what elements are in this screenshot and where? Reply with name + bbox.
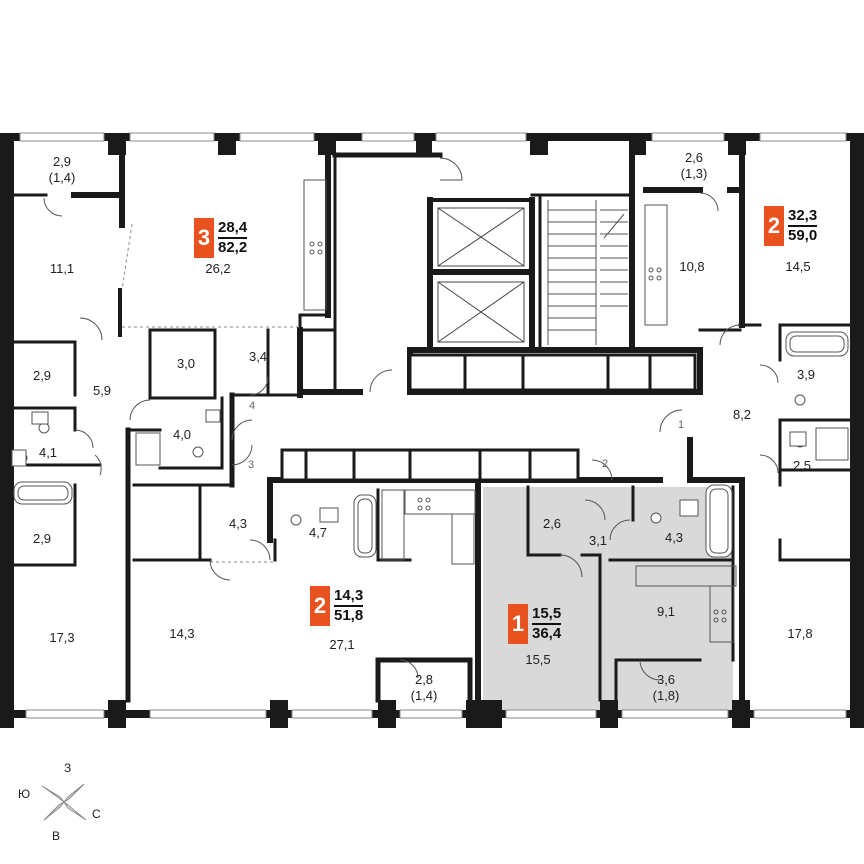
zone-dividers — [121, 223, 300, 563]
living-area: 28,4 — [218, 219, 248, 236]
room-area-label: 27,1 — [329, 637, 355, 652]
room-area-label: 10,8 — [679, 259, 705, 274]
balcony-reduced-area: (1,3) — [680, 166, 708, 181]
room-area-label: 11,1 — [49, 261, 75, 276]
room-area-label: 5,9 — [92, 383, 112, 398]
corridor-storage-cells — [280, 353, 697, 482]
room-count: 3 — [194, 218, 214, 258]
room-area-label: 3,9 — [796, 367, 816, 382]
room-area-label: 4,3 — [664, 530, 684, 545]
room-area-label: 17,3 — [49, 630, 75, 645]
room-area-label: 2,5 — [792, 458, 812, 473]
apartment-badge-2room-ne[interactable]: 2 32,3 59,0 — [764, 206, 818, 246]
room-area-label: 17,8 — [787, 626, 813, 641]
room-area-label: 2,9 — [32, 368, 52, 383]
room-count: 1 — [508, 604, 528, 644]
balcony-ne-label: 2,6 (1,3) — [681, 150, 708, 182]
room-area-label: 2,6 — [542, 516, 562, 531]
room-area-label: 26,2 — [205, 261, 231, 276]
apartment-badge-3room[interactable]: 3 28,4 82,2 — [194, 218, 248, 258]
balcony-se-label: 3,6 (1,8) — [653, 672, 680, 704]
room-area-label: 4,0 — [172, 427, 192, 442]
compass-north-label: З — [64, 761, 72, 775]
room-area-label: 4,1 — [38, 445, 58, 460]
area-divider — [532, 623, 562, 625]
compass-east-label: С — [92, 807, 101, 821]
room-area-label: 2,9 — [32, 531, 52, 546]
room-area-label: 14,3 — [169, 626, 195, 641]
balcony-reduced-area: (1,4) — [410, 688, 438, 703]
area-divider — [334, 605, 364, 607]
room-area-label: 3,0 — [176, 356, 196, 371]
room-area-label: 3,1 — [588, 533, 608, 548]
balcony-nw-label: 2,9 (1,4) — [49, 154, 76, 186]
room-area-label: 4,7 — [308, 525, 328, 540]
balcony-area: 3,6 — [656, 672, 676, 687]
compass-west-label: Ю — [18, 787, 31, 801]
apartment-badge-2room-s[interactable]: 2 14,3 51,8 — [310, 586, 364, 626]
kitchen-counters — [303, 179, 737, 643]
total-area: 51,8 — [334, 607, 364, 624]
living-area: 14,3 — [334, 587, 364, 604]
balcony-area: 2,6 — [684, 150, 704, 165]
room-area-label: 15,5 — [525, 652, 551, 667]
elevator-shafts — [437, 207, 525, 343]
balcony-reduced-area: (1,4) — [48, 170, 76, 185]
apartment-1-highlight — [483, 487, 733, 710]
room-count: 2 — [310, 586, 330, 626]
room-area-label: 3,4 — [248, 349, 268, 364]
living-area: 32,3 — [788, 207, 818, 224]
apartment-badge-1room[interactable]: 1 15,5 36,4 — [508, 604, 562, 644]
balcony-reduced-area: (1,8) — [652, 688, 680, 703]
total-area: 36,4 — [532, 625, 562, 642]
door-number: 2 — [601, 458, 609, 470]
door-number: 1 — [677, 419, 685, 431]
balcony-area: 2,9 — [52, 154, 72, 169]
windows — [19, 132, 847, 719]
living-area: 15,5 — [532, 605, 562, 622]
room-count: 2 — [764, 206, 784, 246]
room-area-label: 9,1 — [656, 604, 676, 619]
staircase — [547, 200, 628, 345]
room-area-label: 14,5 — [785, 259, 811, 274]
door-number: 4 — [248, 400, 256, 412]
compass-rose — [41, 783, 87, 821]
total-area: 82,2 — [218, 239, 248, 256]
balcony-s-label: 2,8 (1,4) — [411, 672, 438, 704]
door-number: 3 — [247, 459, 255, 471]
door-swings — [43, 157, 779, 681]
room-area-label: 4,3 — [228, 516, 248, 531]
bathroom-fixtures — [11, 331, 849, 558]
area-divider — [218, 237, 248, 239]
compass-south-label: В — [52, 829, 61, 843]
room-area-label: 8,2 — [732, 407, 752, 422]
area-divider — [788, 225, 818, 227]
balcony-area: 2,8 — [414, 672, 434, 687]
total-area: 59,0 — [788, 227, 818, 244]
